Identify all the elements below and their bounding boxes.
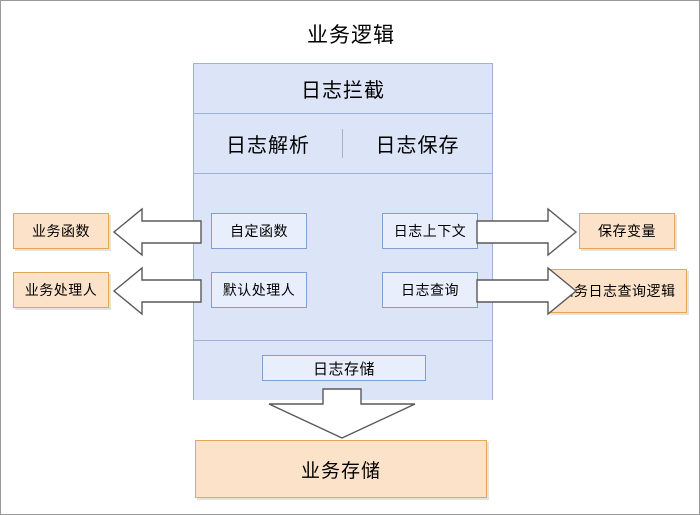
box-log-storage[interactable]: 日志存储: [262, 355, 426, 381]
box-log-query[interactable]: 日志查询: [382, 272, 478, 308]
log-interception-panel: 日志拦截 日志解析 日志保存: [193, 63, 493, 400]
box-business-storage-label: 业务存储: [300, 459, 381, 482]
panel-cell-log-parse: 日志解析: [194, 129, 343, 158]
box-log-context-label: 日志上下文: [393, 224, 467, 240]
box-save-variable[interactable]: 保存变量: [579, 213, 675, 249]
box-business-log-query-logic-label: 业务日志查询逻辑: [559, 284, 676, 300]
panel-header: 日志拦截: [194, 64, 492, 114]
box-custom-function-label: 自定函数: [230, 224, 288, 240]
page-title: 业务逻辑: [307, 23, 395, 47]
box-log-query-label: 日志查询: [401, 283, 459, 299]
arrow-left-icon-default-handler: [111, 264, 203, 318]
panel-cell-log-parse-label: 日志解析: [226, 133, 310, 157]
arrow-left-icon-custom-function: [111, 205, 203, 259]
panel-cell-log-save-label: 日志保存: [375, 133, 460, 157]
box-custom-function[interactable]: 自定函数: [211, 213, 307, 249]
panel-split-row: 日志解析 日志保存: [194, 114, 492, 174]
panel-middle-row: [194, 174, 492, 341]
box-log-storage-label: 日志存储: [312, 359, 375, 378]
panel-header-label: 日志拦截: [301, 78, 385, 102]
box-business-handler[interactable]: 业务处理人: [13, 272, 109, 308]
arrow-down-icon-log-storage: [266, 387, 418, 441]
box-business-function[interactable]: 业务函数: [13, 213, 109, 249]
box-business-handler-label: 业务处理人: [24, 283, 98, 299]
box-default-handler-label: 默认处理人: [222, 283, 296, 299]
arrow-right-icon-log-query: [475, 264, 579, 318]
panel-cell-log-save: 日志保存: [343, 129, 492, 158]
box-default-handler[interactable]: 默认处理人: [211, 272, 307, 308]
box-log-context[interactable]: 日志上下文: [382, 213, 478, 249]
box-save-variable-label: 保存变量: [598, 224, 656, 240]
box-business-storage[interactable]: 业务存储: [195, 440, 487, 498]
box-business-function-label: 业务函数: [32, 224, 90, 240]
arrow-right-icon-log-context: [475, 205, 579, 259]
